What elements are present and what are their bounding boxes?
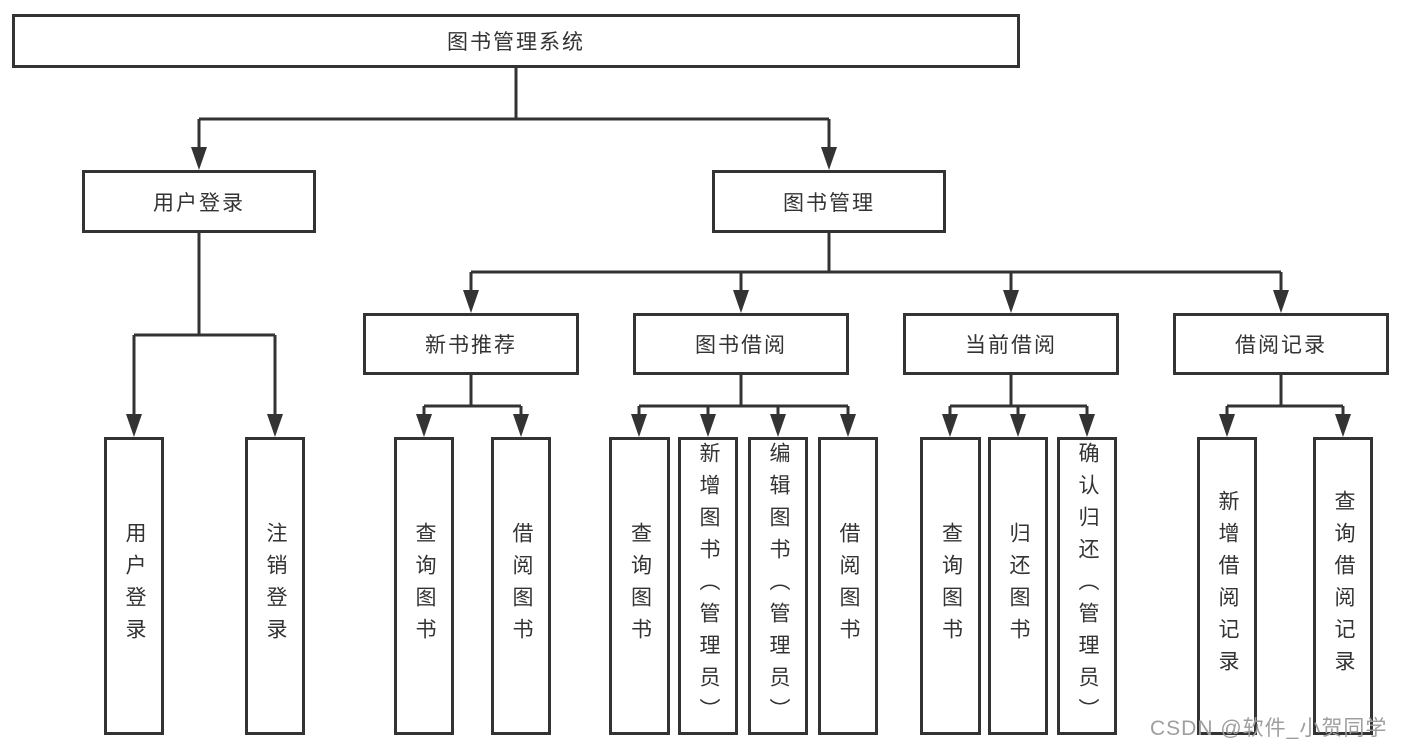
node-leaf-current-return-books: 归还图书 [988,437,1048,735]
node-leaf-current-query-books: 查询图书 [920,437,981,735]
arrowhead [1003,290,1019,313]
connector-root-to-level2 [197,68,831,150]
arrowhead [463,290,479,313]
node-leaf-borrow-add-books-admin: 新增图书（管理员） [678,437,738,735]
connector-borrow-to-leaves [637,375,850,416]
arrowhead [840,414,856,437]
node-leaf-recommend-query-books: 查询图书 [394,437,454,735]
node-book-management: 图书管理 [712,170,946,233]
node-book-borrow: 图书借阅 [633,313,849,375]
watermark: CSDN @软件_小贺同学 [1150,717,1388,740]
node-leaf-records-add-record: 新增借阅记录 [1197,437,1257,735]
node-leaf-logout: 注销登录 [245,437,305,735]
arrowhead [942,414,958,437]
node-leaf-records-query-record: 查询借阅记录 [1313,437,1373,735]
arrowhead [733,290,749,313]
node-leaf-user-login: 用户登录 [104,437,164,735]
arrowhead [1219,414,1235,437]
node-leaf-current-confirm-return-admin: 确认归还（管理员） [1057,437,1117,735]
node-leaf-recommend-borrow-books: 借阅图书 [491,437,551,735]
arrowhead [191,147,207,170]
node-new-book-recommend: 新书推荐 [363,313,579,375]
connector-recommend-to-leaves [422,375,523,416]
arrowhead [821,147,837,170]
arrowhead [416,414,432,437]
arrowhead [1273,290,1289,313]
arrowhead [700,414,716,437]
connector-bookmgmt-to-level3 [469,233,1283,292]
node-leaf-borrow-borrow-books: 借阅图书 [818,437,878,735]
arrowhead [126,414,142,437]
connector-records-to-leaves [1225,375,1345,416]
arrowhead [631,414,647,437]
node-user-login: 用户登录 [82,170,316,233]
node-leaf-borrow-edit-books-admin: 编辑图书（管理员） [748,437,808,735]
arrowhead [770,414,786,437]
arrowhead [1079,414,1095,437]
connector-current-to-leaves [948,375,1089,416]
arrowhead [267,414,283,437]
node-leaf-borrow-query-books: 查询图书 [609,437,670,735]
node-current-borrow: 当前借阅 [903,313,1119,375]
arrowhead [1335,414,1351,437]
arrowhead [513,414,529,437]
connector-userlogin-to-leaves [132,233,277,416]
node-root: 图书管理系统 [12,14,1020,68]
node-borrow-records: 借阅记录 [1173,313,1389,375]
arrowhead [1010,414,1026,437]
